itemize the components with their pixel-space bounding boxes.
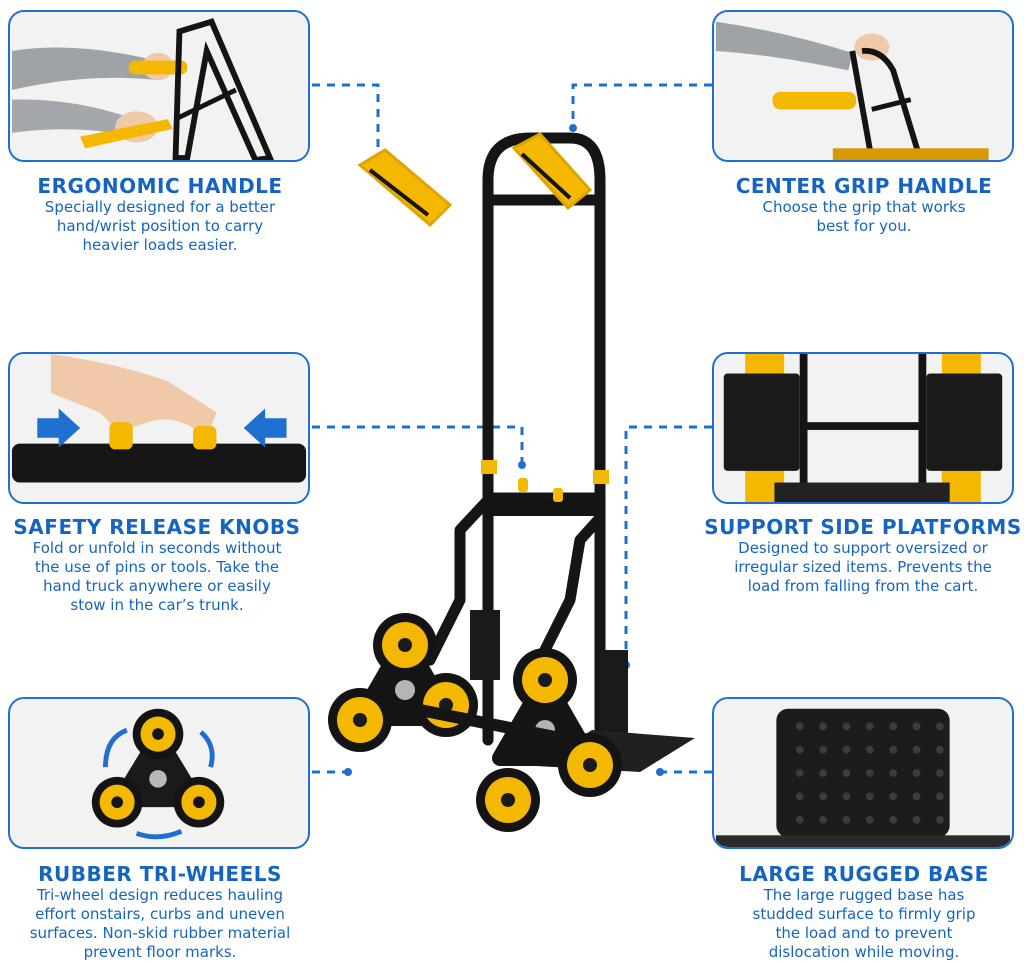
knob-press-photo [11, 354, 307, 502]
side-platforms-image [712, 352, 1014, 504]
center-grip-photo [715, 12, 1011, 160]
tri-wheel-photo [11, 699, 307, 847]
feature-platforms: SUPPORT SIDE PLATFORMS Designed to suppo… [702, 515, 1024, 596]
hand-truck-product [328, 132, 695, 832]
hand-on-handle-photo [11, 12, 307, 160]
ergonomic-desc-3: heavier loads easier. [82, 236, 238, 254]
studded-base-photo [715, 699, 1011, 847]
base-desc-3: the load and to prevent [775, 924, 953, 942]
base-desc-1: The large rugged base has [763, 886, 965, 904]
center-grip-title: CENTER GRIP HANDLE [735, 174, 993, 198]
center-grip-desc-1: Choose the grip that works [762, 198, 966, 216]
center-grip-image [712, 10, 1014, 162]
wheels-title: RUBBER TRI-WHEELS [38, 862, 282, 886]
platforms-desc-2: irregular sized items. Prevents the [734, 558, 992, 576]
ergonomic-desc-1: Specially designed for a better [44, 198, 276, 216]
feature-safety: SAFETY RELEASE KNOBS Fold or unfold in s… [2, 515, 312, 615]
ergonomic-desc-2: hand/wrist position to carry [56, 217, 264, 235]
safety-desc-4: stow in the car’s trunk. [70, 596, 244, 614]
feature-center-grip: CENTER GRIP HANDLE Choose the grip that … [709, 174, 1019, 236]
ergonomic-handle-image [8, 10, 310, 162]
base-desc-2: studded surface to firmly grip [752, 905, 976, 923]
safety-desc-3: hand truck anywhere or easily [43, 577, 271, 595]
side-platform-photo [715, 354, 1011, 502]
safety-desc-1: Fold or unfold in seconds without [32, 539, 282, 557]
base-desc-4: dislocation while moving. [768, 943, 960, 961]
wheels-desc-4: prevent floor marks. [83, 943, 237, 961]
rugged-base-image [712, 697, 1014, 849]
wheels-desc-2: effort onstairs, curbs and uneven [35, 905, 285, 923]
wheels-desc-1: Tri-wheel design reduces hauling [36, 886, 284, 904]
center-grip-desc-2: best for you. [816, 217, 912, 235]
safety-desc-2: the use of pins or tools. Take the [34, 558, 280, 576]
ergonomic-title: ERGONOMIC HANDLE [37, 174, 283, 198]
platforms-title: SUPPORT SIDE PLATFORMS [704, 515, 1022, 539]
safety-title: SAFETY RELEASE KNOBS [13, 515, 301, 539]
feature-ergonomic: ERGONOMIC HANDLE Specially designed for … [5, 174, 315, 255]
platforms-desc-3: load from falling from the cart. [747, 577, 979, 595]
wheels-desc-3: surfaces. Non-skid rubber material [29, 924, 291, 942]
platforms-desc-1: Designed to support oversized or [738, 539, 988, 557]
base-title: LARGE RUGGED BASE [739, 862, 989, 886]
feature-wheels: RUBBER TRI-WHEELS Tri-wheel design reduc… [5, 862, 315, 962]
safety-knobs-image [8, 352, 310, 504]
feature-base: LARGE RUGGED BASE The large rugged base … [709, 862, 1019, 962]
tri-wheels-image [8, 697, 310, 849]
